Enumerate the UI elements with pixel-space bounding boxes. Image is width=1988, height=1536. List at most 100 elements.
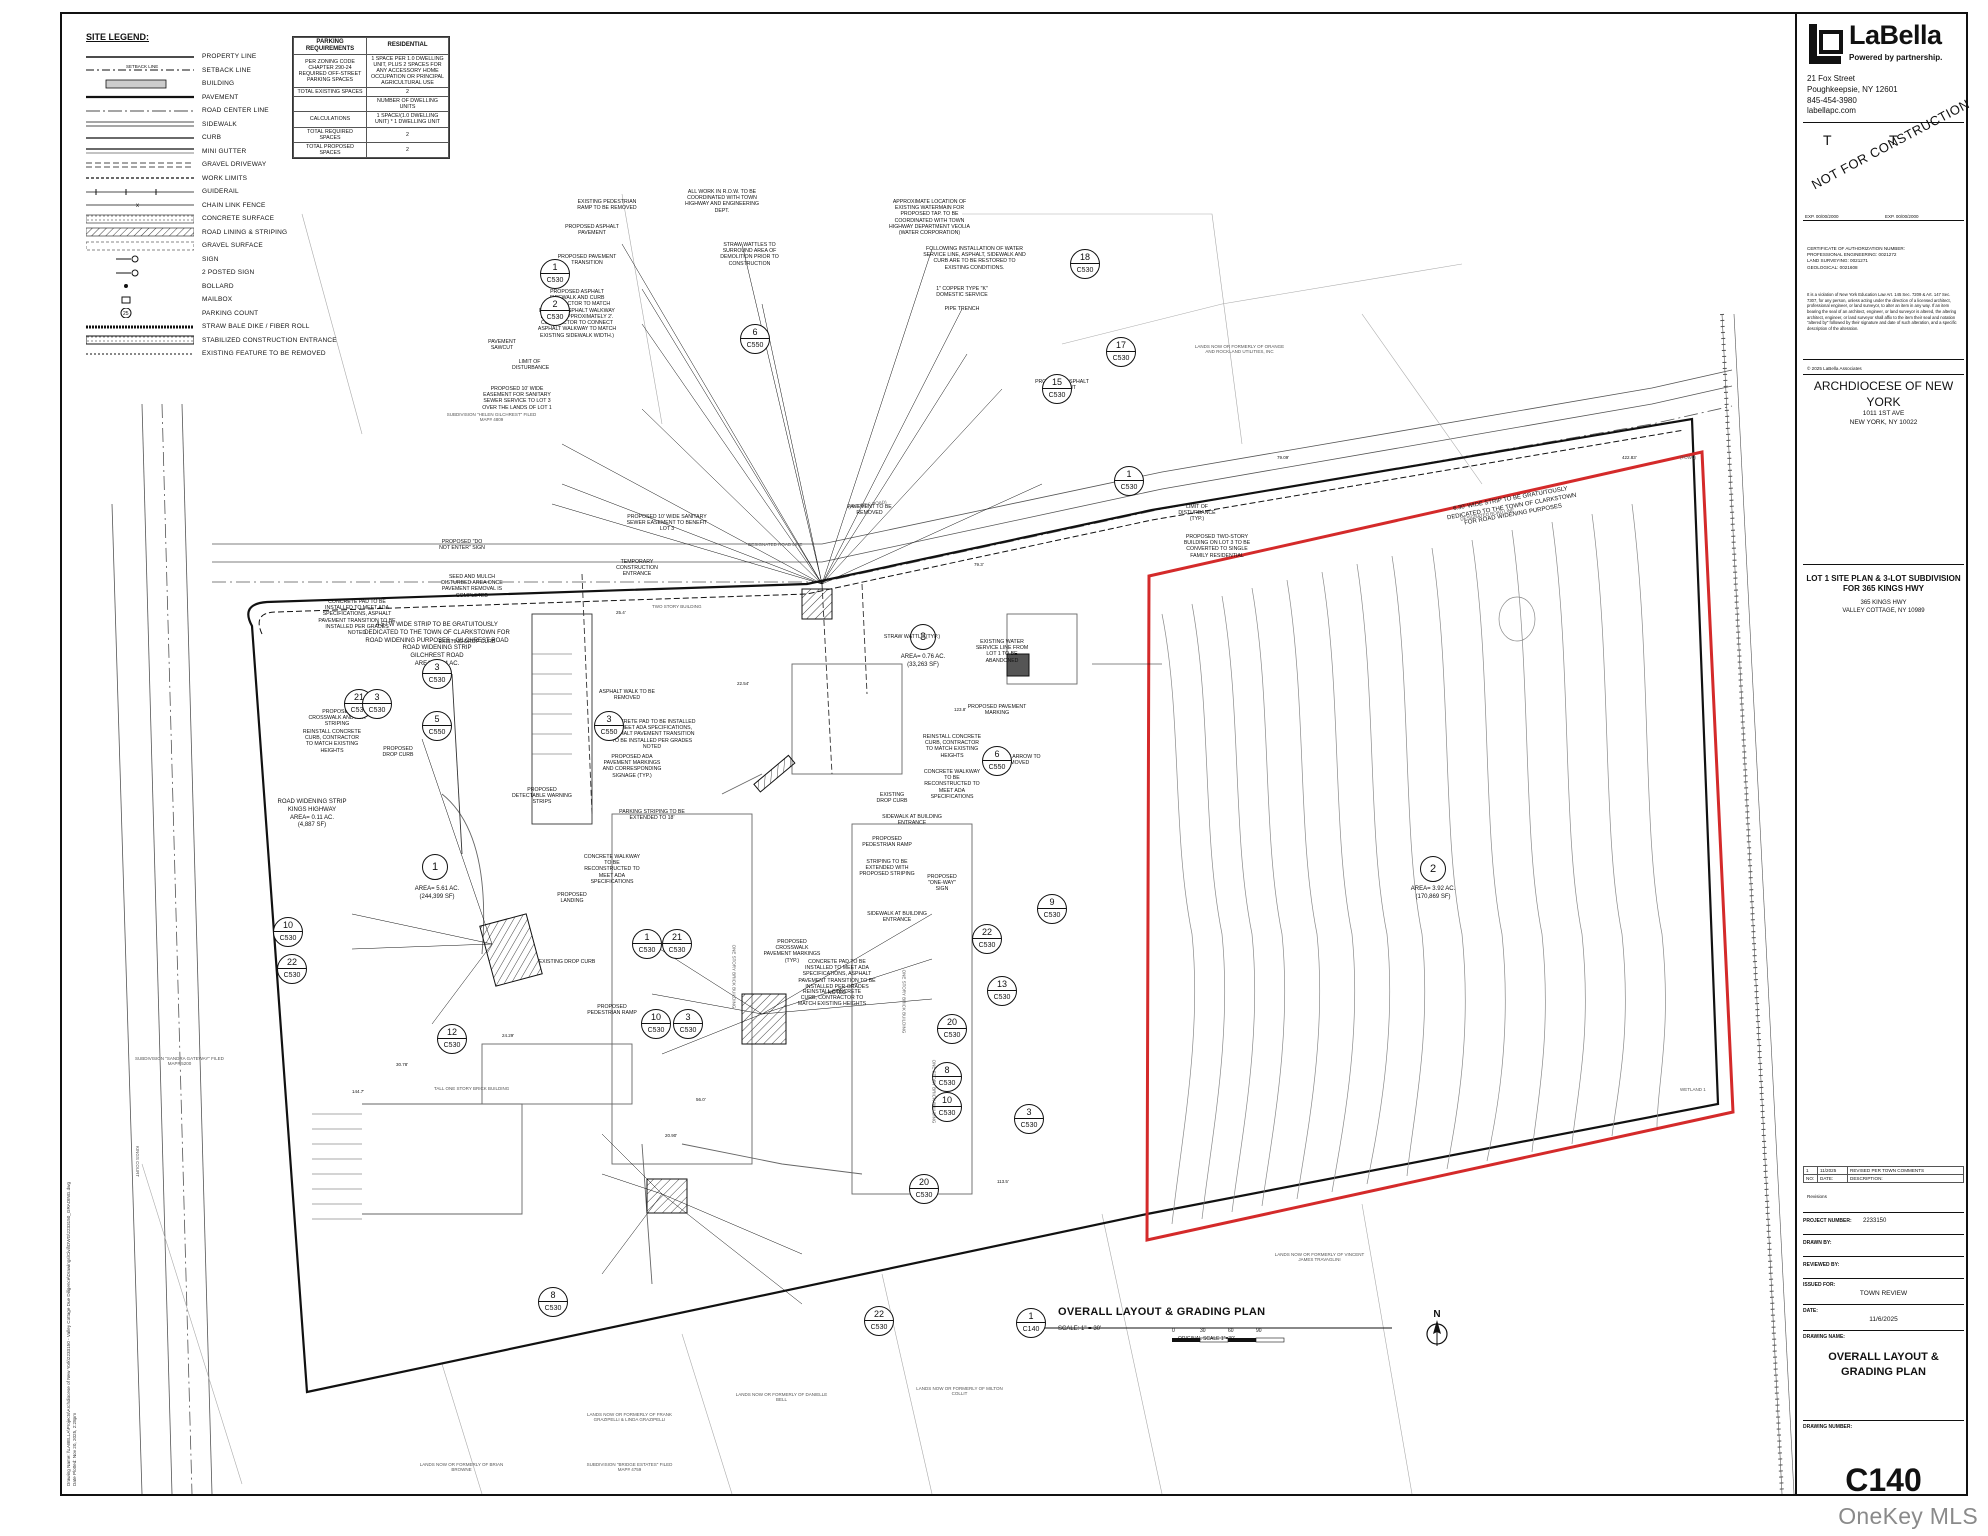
parking-cell: PER ZONING CODE CHAPTER 290-24 REQUIRED … — [292, 53, 368, 89]
plan-callout: SEED AND MULCH DISTURBED AREA ONCE PAVEM… — [441, 574, 503, 599]
drawing-sheet: SITE LEGEND: PROPERTY LINE SETBACK LINE … — [60, 12, 1972, 1498]
plan-callout: STRIPING TO BE EXTENDED WITH PROPOSED ST… — [859, 859, 915, 878]
north-arrow: N — [1422, 1309, 1452, 1349]
legend-row: ROAD LINING & STRIPING — [86, 226, 346, 240]
website: labellapc.com — [1807, 106, 1856, 115]
site-plan-graphic — [111, 193, 1795, 1494]
kings-highway — [111, 403, 213, 1494]
legend-row: MAILBOX — [86, 293, 346, 307]
adjacent-parcel-label: Subdivision "HELEN GILCHREST" Filed Map#… — [446, 412, 537, 422]
gilchrest-road — [212, 369, 1733, 583]
scale-bar — [1172, 1337, 1285, 1343]
revisions-caption: Revisions — [1807, 1194, 1827, 1199]
parking-cell: NUMBER OF DWELLING UNITS — [366, 96, 449, 113]
parking-stripes — [312, 653, 572, 1220]
plan-title: OVERALL LAYOUT & GRADING PLAN — [1058, 1306, 1266, 1318]
client-address-1: 1011 1ST AVE — [1862, 410, 1905, 418]
legend-label: EXISTING FEATURE TO BE REMOVED — [202, 350, 326, 358]
plan-callout: PROPOSED PEDESTRIAN RAMP — [862, 836, 912, 849]
legend-label: MAILBOX — [202, 296, 233, 304]
legend-label: PAVEMENT — [202, 93, 239, 101]
plan-callout: PROPOSED PAVEMENT TRANSITION — [557, 254, 617, 267]
plan-callout: CONCRETE PAD TO BE INSTALLED TO MEET ADA… — [318, 599, 396, 637]
legend-symbol-guiderail — [86, 187, 194, 197]
legend-label: GRAVEL SURFACE — [202, 242, 263, 250]
drawing-number-field: DRAWING NUMBER: — [1803, 1424, 1853, 1430]
violation-notice: It is a violation of New York Education … — [1807, 292, 1957, 332]
revision-header-row: NO: DATE: DESCRIPTION: — [1803, 1174, 1964, 1183]
legend-row: EXISTING FEATURE TO BE REMOVED — [86, 347, 346, 361]
plan-callout: CONCRETE WALKWAY TO BE RECONSTRUCTED TO … — [923, 769, 981, 800]
plan-callout: EXISTING DROP CURB — [876, 792, 908, 805]
plan-callout: REINSTALL CONCRETE CURB, CONTRACTOR TO M… — [302, 729, 362, 754]
plan-callout: CONCRETE WALKWAY TO BE RECONSTRUCTED TO … — [583, 854, 641, 885]
stamp-tick-left: T — [1823, 132, 1832, 148]
legend-label: GUIDERAIL — [202, 188, 239, 196]
revisions-table: 1 11/2025 REVISED PER TOWN COMMENTS NO: … — [1803, 1166, 1964, 1183]
plan-callout: EXISTING PEDESTRIAN RAMP TO BE REMOVED — [577, 199, 637, 212]
dimension-label: 24.29' — [502, 1033, 515, 1038]
adjacent-parcel-label: Subdivision "BRIDGE ESTATES" Filed Map# … — [586, 1462, 673, 1472]
dimension-label: 79.09' — [1277, 455, 1290, 460]
parking-header-requirements: PARKING REQUIREMENTS — [292, 37, 368, 55]
site-legend: SITE LEGEND: PROPERTY LINE SETBACK LINE … — [86, 32, 346, 361]
legend-label: 2 POSTED SIGN — [202, 269, 255, 277]
legend-symbol-gravelsurface — [86, 241, 194, 251]
legend-row: STRAW BALE DIKE / FIBER ROLL — [86, 320, 346, 334]
plan-callout: EXISTING WATER SERVICE LINE FROM LOT 1 T… — [975, 639, 1029, 664]
plan-callout: 1" COPPER TYPE "K" DOMESTIC SERVICE — [936, 286, 988, 299]
legend-symbol-sign2 — [86, 268, 194, 278]
parking-cell: 1 SPACE/(1.0 DWELLING UNIT) * 1 DWELLING… — [366, 111, 449, 128]
legend-row: 25 PARKING COUNT — [86, 307, 346, 321]
brand-name: LaBella — [1849, 20, 1942, 50]
legend-symbol-sign — [86, 254, 194, 264]
parking-cell: 2 — [366, 141, 449, 158]
adjacent-parcels — [141, 193, 1483, 1494]
svg-text:SETBACK LINE: SETBACK LINE — [126, 65, 158, 69]
labella-logo: LaBella Powered by partnership. — [1807, 20, 1967, 72]
plan-callout: PIPE TRENCH — [944, 306, 980, 312]
legend-symbol-sidewalk — [86, 119, 194, 129]
exp-left: EXP. 00/00/2000 — [1805, 214, 1839, 219]
parking-cell: 2 — [366, 126, 449, 143]
project-name: LOT 1 SITE PLAN & 3-LOT SUBDIVISION FOR … — [1806, 574, 1961, 594]
drawing-area: SITE LEGEND: PROPERTY LINE SETBACK LINE … — [62, 14, 1797, 1494]
legend-row: x CHAIN LINK FENCE — [86, 199, 346, 213]
legend-row: CURB — [86, 131, 346, 145]
plan-callout: EXISTING DROP CURB — [438, 639, 496, 645]
project-address: 365 KINGS HWY VALLEY COTTAGE, NY 10989 — [1842, 599, 1925, 615]
plan-callout: PROPOSED 10' WIDE SANITARY SEWER EASEMEN… — [626, 514, 708, 533]
plan-callout: PROPOSED "ONE-WAY" SIGN — [927, 874, 957, 893]
plan-callout: PAVEMENT SAWCUT — [488, 339, 516, 352]
plan-callout: EXISTING DROP CURB — [538, 959, 596, 965]
legend-symbol-concrete — [86, 214, 194, 224]
labella-logo-icon — [1809, 24, 1843, 64]
legend-label: WORK LIMITS — [202, 174, 248, 182]
legend-symbol-remove — [86, 349, 194, 359]
plan-callout: PROPOSED CROSSWALK AND ADA STRIPING — [308, 709, 366, 728]
plan-callout: SIDEWALK AT BUILDING ENTRANCE — [867, 911, 927, 924]
parking-cell: TOTAL PROPOSED SPACES — [292, 141, 368, 158]
legend-row: STABILIZED CONSTRUCTION ENTRANCE — [86, 334, 346, 348]
legend-symbol-worklimits — [86, 173, 194, 183]
plan-callout: PROPOSED ASPHALT PAVEMENT — [565, 224, 619, 237]
legend-symbol-curb — [86, 133, 194, 143]
scalebar-tick-label: 0 — [1172, 1328, 1175, 1334]
plan-label: WETLAND 1 — [1680, 1087, 1706, 1092]
legend-row: SETBACK LINE SETBACK LINE — [86, 64, 346, 78]
scalebar-tick-label: 90 — [1256, 1328, 1262, 1334]
plan-label: ONE STORY BRICK BUILDING — [731, 944, 737, 1009]
